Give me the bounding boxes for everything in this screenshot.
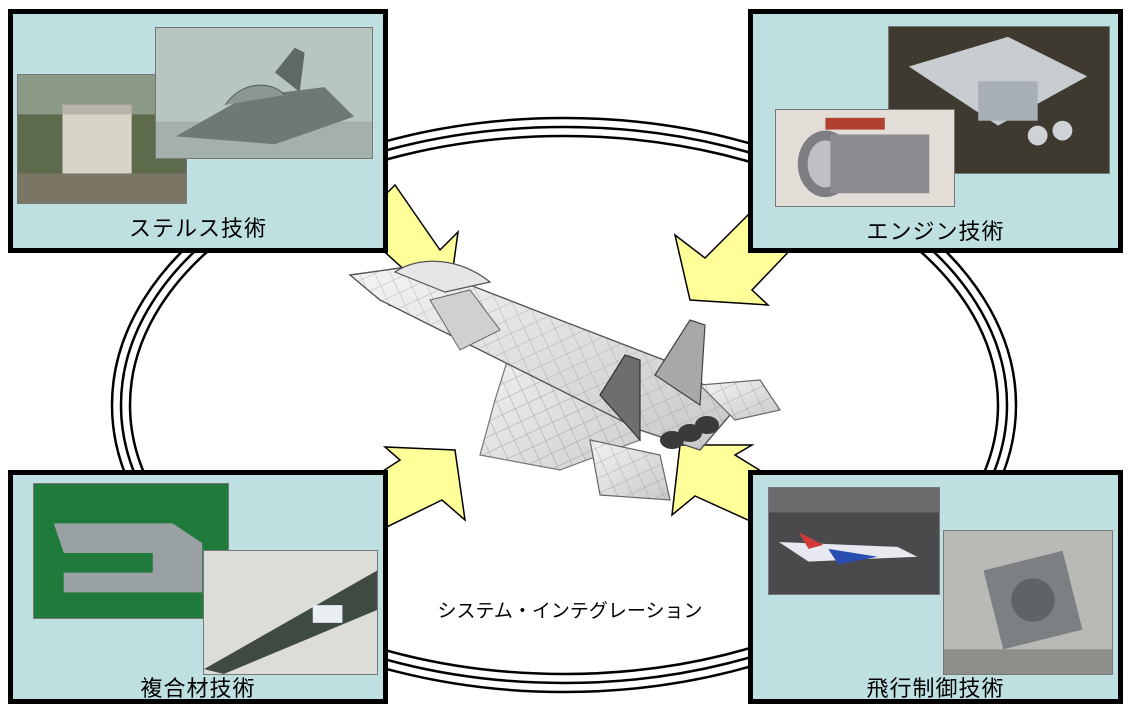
panel-engine-label: エンジン技術	[866, 220, 1005, 245]
composite-part-photo	[33, 483, 229, 619]
flight-control-rig-photo	[943, 530, 1113, 675]
integration-ring	[110, 116, 1018, 694]
panel-stealth: ステルス技術	[8, 9, 388, 253]
panel-flight-control-label: 飛行制御技術	[866, 677, 1005, 702]
panel-flight-control: 飛行制御技術	[748, 470, 1123, 704]
panel-composite: 複合材技術	[8, 470, 388, 704]
panel-composite-label: 複合材技術	[140, 677, 256, 702]
stealth-model-photo	[155, 27, 373, 159]
panel-engine: エンジン技術	[748, 9, 1123, 253]
composite-wing-photo	[203, 550, 378, 675]
engine-photo	[775, 109, 955, 207]
panel-stealth-label: ステルス技術	[128, 217, 267, 242]
aircraft-cutaway-image	[348, 260, 781, 501]
flight-test-model-photo	[768, 487, 940, 595]
system-integration-label: システム・インテグレーション	[437, 600, 703, 622]
